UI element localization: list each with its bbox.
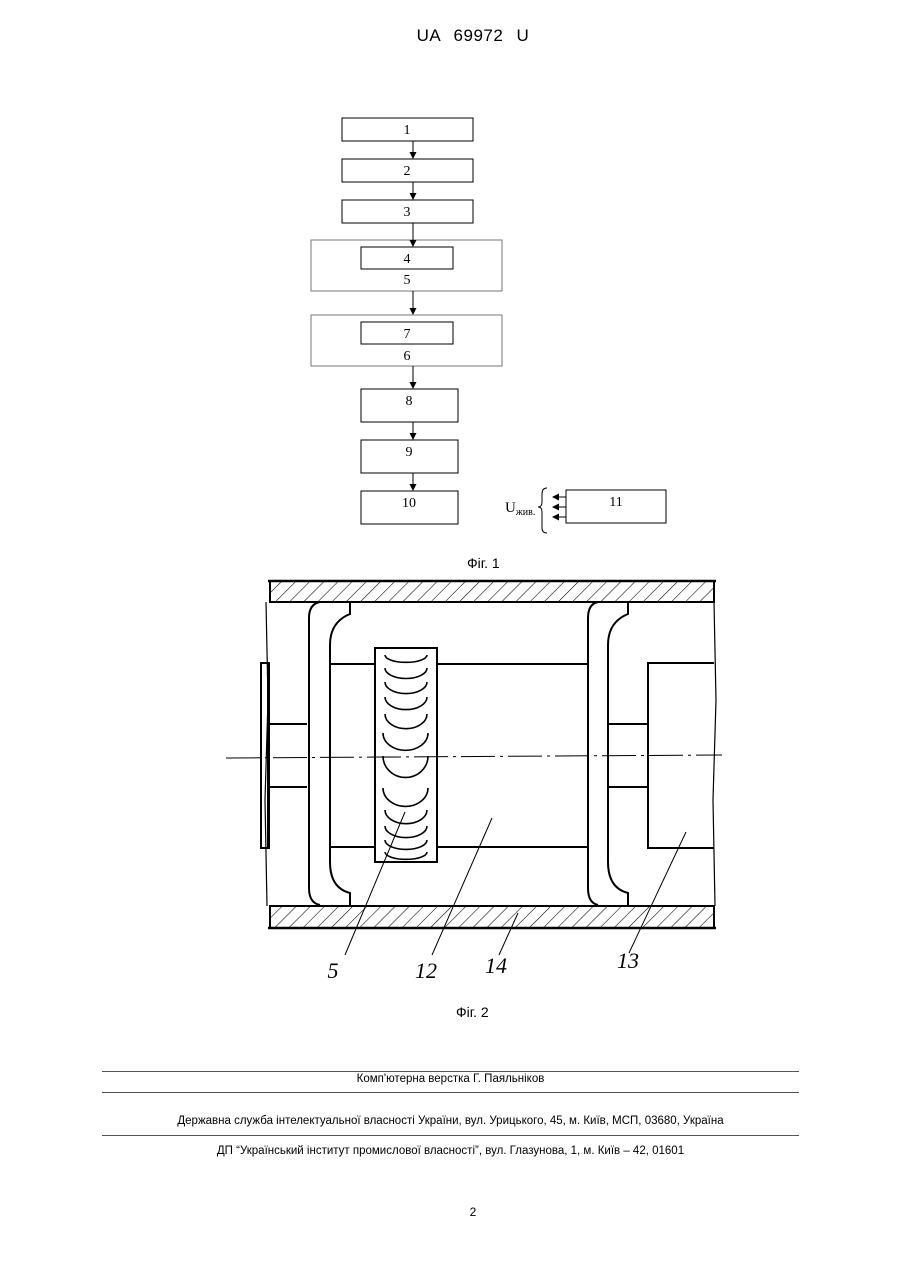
figure-1-caption: Фіг. 1 [467, 555, 500, 571]
pipe-wall-bottom [270, 906, 714, 928]
callout-14: 14 [485, 953, 507, 978]
label-3: 3 [404, 205, 411, 220]
divider [102, 1071, 799, 1072]
label-1: 1 [404, 123, 411, 138]
label-9: 9 [406, 445, 413, 460]
figure-2-callouts: 5 12 14 13 [328, 948, 640, 983]
divider [102, 1092, 799, 1093]
institute-address: ДП “Український інститут промислової вла… [0, 1145, 901, 1157]
left-partition-inner [330, 602, 350, 906]
leader-13 [629, 832, 686, 953]
supply-brace [538, 488, 547, 533]
label-10: 10 [402, 496, 416, 511]
divider [102, 1135, 799, 1136]
right-partition-outer [588, 602, 598, 905]
figure-1-block-diagram [311, 118, 666, 533]
label-2: 2 [404, 164, 411, 179]
label-6: 6 [404, 349, 411, 364]
right-partition-inner [608, 602, 628, 906]
supply-label: Uжив. [505, 500, 535, 518]
pipe-wall-top [270, 581, 714, 602]
label-7: 7 [404, 327, 411, 342]
label-11: 11 [609, 495, 622, 510]
figure-2-caption: Фіг. 2 [456, 1004, 489, 1020]
left-partition-outer [309, 602, 320, 905]
label-8: 8 [406, 394, 413, 409]
magnet-cassette [375, 648, 437, 862]
page-number: 2 [0, 1205, 901, 1219]
agency-address: Державна служба інтелектуальної власност… [0, 1115, 901, 1127]
callout-13: 13 [617, 948, 639, 973]
leader-12 [432, 818, 492, 955]
typesetting-credit: Комп'ютерна верстка Г. Паяльніков [0, 1073, 901, 1085]
label-5: 5 [404, 273, 411, 288]
label-4: 4 [404, 252, 411, 267]
figure-2-section [226, 581, 722, 955]
callout-5: 5 [328, 958, 339, 983]
callout-12: 12 [415, 958, 437, 983]
